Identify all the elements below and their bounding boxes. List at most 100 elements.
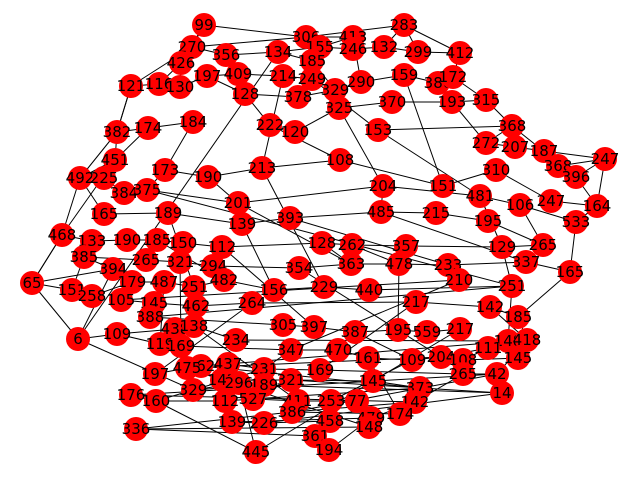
graph-node: 185 [143,228,172,252]
graph-edge [221,242,323,248]
graph-node: 478 [385,252,413,276]
graph-node: 150 [169,231,197,255]
graph-node-circle [357,278,381,302]
graph-node-circle [168,250,192,274]
graph-node: 217 [446,317,474,341]
graph-node-circle [341,37,365,61]
graph-node: 134 [264,40,292,64]
graph-node-label: 109 [103,325,132,343]
graph-node: 487 [150,270,178,294]
graph-node-circle [105,322,129,346]
graph-node-label: 193 [438,93,467,111]
graph-edge [31,268,114,284]
graph-node-circle [327,96,351,120]
graph-node: 485 [367,200,395,224]
graph-node-label: 385 [70,248,99,266]
graph-node-label: 251 [180,278,209,296]
graph-node-circle [112,181,136,205]
graph-node: 475 [173,356,201,380]
graph-node-label: 451 [101,151,130,169]
graph-node-circle [500,274,524,298]
graph-node: 160 [142,389,170,413]
graph-node-circle [508,193,532,217]
graph-edge [447,261,527,266]
graph-node-label: 325 [325,99,354,117]
graph-node: 386 [278,400,306,424]
graph-node-label: 393 [276,209,305,227]
graph-edge [263,384,503,394]
graph-node-circle [506,346,530,370]
graph-node-label: 185 [143,231,172,249]
graph-node-circle [212,268,236,292]
graph-node-circle [181,110,205,134]
graph-node-label: 290 [347,73,376,91]
graph-edge [269,124,341,161]
graph-node-label: 142 [476,298,505,316]
graph-node: 337 [512,250,540,274]
graph-edge [31,282,79,340]
graph-node-circle [271,64,295,88]
graph-node-label: 356 [212,46,241,64]
graph-node-circle [474,88,498,112]
graph-node-circle [252,411,276,435]
graph-node-circle [392,63,416,87]
graph-node-circle [119,383,143,407]
graph-node: 357 [392,234,420,258]
graph-node-label: 204 [369,177,398,195]
graph-node-circle [279,368,303,392]
graph-node: 290 [347,70,376,94]
graph-node-label: 106 [506,196,535,214]
graph-node-label: 468 [48,226,77,244]
graph-node-circle [485,362,509,386]
graph-node-label: 462 [182,297,211,315]
graph-node: 272 [472,131,500,155]
graph-node-label: 426 [167,54,196,72]
graph-node-circle [564,210,588,234]
graph-node-circle [371,174,395,198]
graph-node-label: 148 [494,332,523,350]
graph-node-label: 375 [133,181,162,199]
graph-node-label: 120 [281,123,310,141]
graph-node-label: 470 [324,341,353,359]
graph-node-label: 6 [73,330,83,348]
graph-node: 315 [472,88,500,112]
graph-node: 116 [145,72,173,96]
graph-node-label: 207 [501,138,530,156]
graph-node-circle [156,201,180,225]
graph-node: 462 [182,294,211,318]
graph-node: 197 [141,362,169,386]
graph-node: 179 [118,270,147,294]
graph-node: 138 [180,314,208,338]
graph-node-label: 388 [136,308,165,326]
graph-node-label: 226 [250,414,279,432]
graph-node-label: 347 [277,341,306,359]
graph-node-circle [224,328,248,352]
graph-node-label: 179 [118,273,147,291]
graph-node-label: 368 [498,117,527,135]
graph-node: 174 [134,116,162,140]
graph-node-label: 253 [317,392,346,410]
graph-node-circle [328,148,352,172]
graph-node-label: 42 [487,365,506,383]
graph-node: 229 [310,275,338,299]
graph-node: 329 [179,378,207,402]
graph-node-label: 533 [562,213,591,231]
graph-node-label: 217 [402,293,431,311]
graph-node-circle [340,233,364,257]
graph-edge [290,379,374,382]
graph-node-circle [287,256,311,280]
graph-node: 128 [231,82,259,106]
graph-edge [193,325,299,402]
graph-node-circle [213,389,237,413]
graph-node-circle [134,248,158,272]
graph-node: 161 [354,346,382,370]
graph-edge [237,185,384,204]
graph-node-circle [300,49,324,73]
graph-node-circle [241,387,265,411]
graph-node-circle [440,90,464,114]
graph-node-label: 190 [194,168,223,186]
graph-node-label: 247 [537,192,566,210]
graph-node-circle [564,165,588,189]
graph-node: 6 [66,327,90,351]
graph-node: 385 [70,245,99,269]
